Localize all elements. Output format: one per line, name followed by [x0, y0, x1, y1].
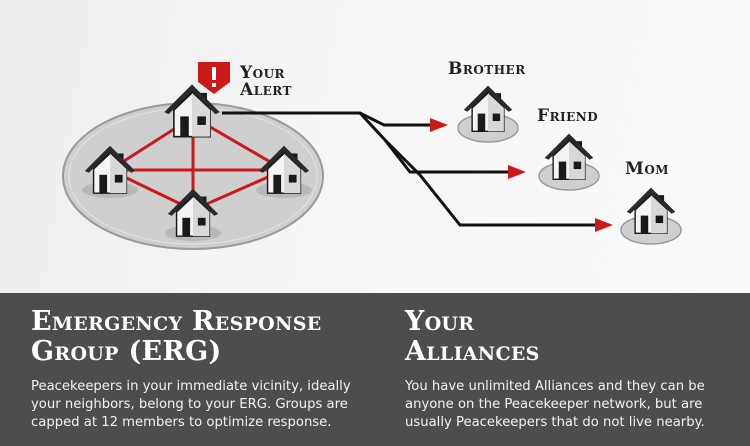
alliance-connectors: [222, 111, 597, 227]
contact-mom: Mom: [620, 159, 682, 245]
alliance-arrows: [430, 118, 613, 232]
alert-label-line2: Alert: [239, 80, 292, 100]
erg-group: [62, 102, 324, 250]
contact-friend: Friend: [537, 106, 600, 191]
erg-description: Peacekeepers in your immediate vicinity,…: [31, 379, 351, 430]
network-diagram: Your Alert Brother Friend Mom: [62, 59, 682, 250]
contact-label-brother: Brother: [448, 59, 526, 79]
contact-label-friend: Friend: [537, 106, 598, 126]
your-house: [163, 62, 230, 138]
contact-label-mom: Mom: [625, 159, 669, 179]
alliances-section: Your Alliances You have unlimited Allian…: [405, 307, 735, 432]
alliances-heading: Your Alliances: [405, 306, 540, 367]
erg-heading: Emergency Response Group (ERG): [31, 306, 322, 367]
contact-brother: Brother: [448, 59, 526, 143]
alert-label-line1: Your: [239, 63, 286, 83]
alliances-description: You have unlimited Alliances and they ca…: [405, 379, 705, 430]
diagram-area: Your Alert Brother Friend Mom: [0, 0, 750, 293]
info-panel: Emergency Response Group (ERG) Peacekeep…: [0, 293, 750, 446]
erg-section: Emergency Response Group (ERG) Peacekeep…: [31, 307, 376, 432]
